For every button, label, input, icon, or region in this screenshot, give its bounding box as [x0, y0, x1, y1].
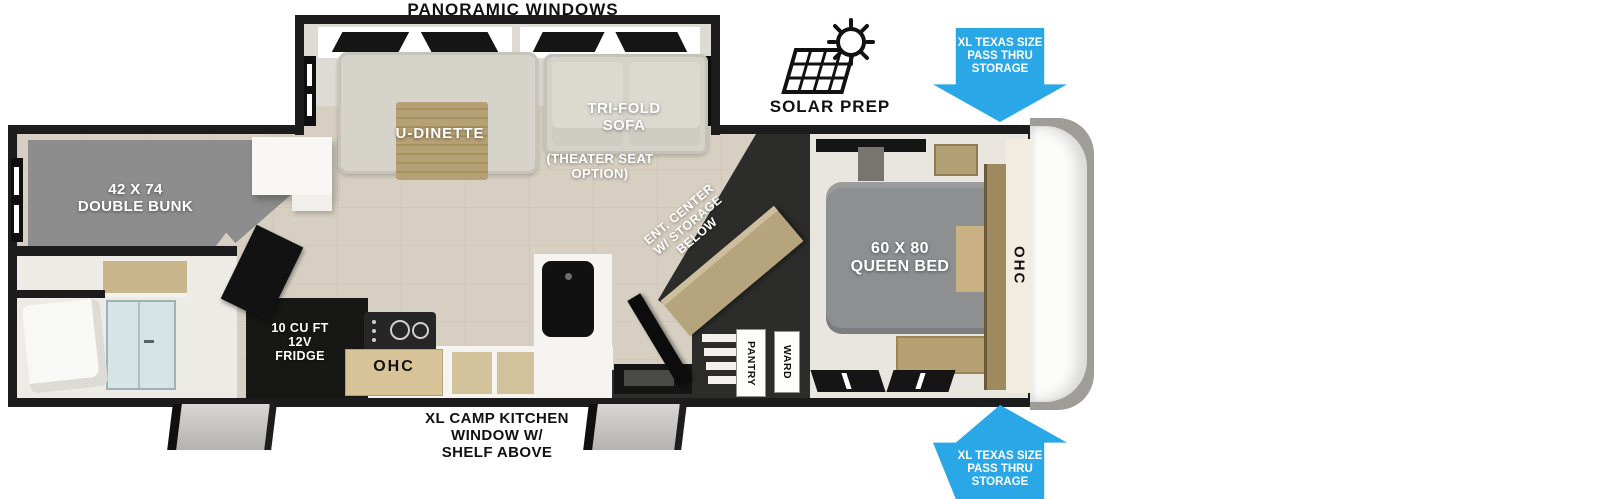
toilet-fixture	[21, 298, 109, 394]
window-glass-icon	[307, 64, 312, 86]
knob-icon	[372, 320, 376, 324]
tri-fold-sofa	[544, 54, 708, 154]
bedroom-window-icon	[810, 370, 886, 392]
ward-label: WARD	[781, 344, 793, 380]
sofa-cushion	[552, 62, 623, 146]
theater-seat-option-label: (THEATER SEAT OPTION)	[510, 151, 690, 181]
cooktop	[364, 312, 436, 352]
window-glass-icon	[615, 31, 688, 53]
kitchen-sink	[542, 261, 594, 337]
shower-door-line	[138, 302, 140, 388]
label-line: (THEATER SEAT	[546, 151, 654, 166]
label-line: STORAGE	[971, 63, 1029, 76]
slideout-side-window-left	[304, 56, 316, 126]
camp-kitchen-shelf	[452, 352, 492, 394]
solar-prep-label: SOLAR PREP	[769, 97, 891, 116]
pantry-shelf	[702, 334, 736, 342]
window-glass-icon	[331, 31, 410, 53]
burner-icon	[390, 320, 410, 340]
knob-icon	[372, 338, 376, 342]
burner-icon	[412, 322, 429, 339]
bathroom	[17, 256, 237, 398]
u-dinette-sofa	[338, 52, 538, 180]
panoramic-windows-label: PANORAMIC WINDOWS	[407, 0, 619, 19]
double-bunk-label: 42 X 74 DOUBLE BUNK	[48, 181, 223, 216]
bedroom-ohc-label: OHC	[1010, 246, 1028, 286]
wardrobe-closet: WARD	[774, 331, 800, 393]
label-line: QUEEN BED	[850, 257, 950, 275]
bathroom-wall-stub	[17, 290, 105, 298]
bed-pillow-cabinet	[956, 226, 988, 292]
shower	[106, 300, 176, 390]
bedroom-ohc-cabinet	[934, 144, 978, 176]
front-cap	[1030, 126, 1087, 402]
label-line: XL TEXAS SIZE	[957, 37, 1043, 49]
bathroom-overhead-cabinet	[103, 261, 187, 297]
queen-bed-label: 60 X 80 QUEEN BED	[812, 240, 988, 276]
bedroom-ohc-strip: OHC	[1006, 139, 1032, 393]
pass-thru-text: XL TEXAS SIZE PASS THRU STORAGE	[933, 28, 1067, 77]
label-line: 10 CU FT	[271, 321, 329, 335]
label-line: FRIDGE	[275, 349, 325, 363]
label-line: DOUBLE BUNK	[77, 197, 194, 215]
fridge-label: 10 CU FT 12V FRIDGE	[248, 321, 352, 363]
solar-panel-icon	[781, 18, 875, 94]
window-glass-icon	[14, 205, 19, 233]
camp-kitchen-label: XL CAMP KITCHEN WINDOW W/ SHELF ABOVE	[397, 410, 597, 461]
label-line: 60 X 80	[871, 240, 929, 257]
u-dinette-label: U-DINETTE	[395, 125, 485, 142]
label-line: SHELF ABOVE	[441, 443, 553, 461]
label-line: STORAGE	[971, 476, 1029, 489]
label-line: XL TEXAS SIZE	[957, 450, 1043, 462]
slideout-room	[295, 15, 720, 180]
entry-step-left	[167, 404, 277, 450]
pantry: PANTRY	[736, 329, 766, 397]
label-line: PASS THRU	[967, 463, 1033, 476]
bedroom-skylight-icon	[816, 139, 926, 152]
pantry-shelf	[704, 348, 736, 356]
window-glass-icon	[841, 373, 852, 389]
wardrobe-column	[984, 164, 1010, 390]
kitchen-ohc-label: OHC	[373, 358, 415, 375]
bed-bench	[896, 336, 988, 374]
pass-thru-arrow-down: XL TEXAS SIZE PASS THRU STORAGE	[933, 28, 1067, 122]
kitchen-ohc-cabinet	[345, 349, 443, 396]
corner-cabinet-ledge	[292, 195, 332, 211]
bedroom	[810, 134, 1028, 398]
entry-step-right	[583, 404, 687, 450]
label-line: OPTION)	[571, 165, 629, 181]
window-glass-icon	[532, 31, 605, 53]
threshold-tread	[624, 370, 674, 386]
pantry-shelf	[706, 362, 736, 370]
label-line: TRI-FOLD	[587, 100, 661, 117]
label-line: 12V	[288, 335, 312, 349]
faucet-icon	[565, 273, 572, 280]
pantry-shelf	[708, 376, 736, 384]
window-glass-icon	[420, 31, 499, 53]
window-glass-icon	[14, 167, 19, 195]
bunk-window-icon	[11, 158, 23, 242]
dinette-table	[396, 102, 488, 180]
pass-thru-text: XL TEXAS SIZE PASS THRU STORAGE	[933, 405, 1067, 490]
label-line: PASS THRU	[967, 50, 1033, 63]
corner-overhead-cabinet	[252, 137, 332, 195]
bedroom-window-icon	[886, 370, 956, 392]
window-glass-icon	[915, 373, 926, 389]
camp-kitchen-shelf	[497, 352, 537, 394]
shower-handle-icon	[144, 340, 154, 343]
sofa-cushion	[629, 62, 700, 146]
pass-thru-arrow-up: XL TEXAS SIZE PASS THRU STORAGE	[933, 405, 1067, 499]
bedroom-cabinet	[858, 147, 884, 181]
panoramic-window-right	[520, 27, 700, 58]
label-line: WINDOW W/	[451, 426, 543, 444]
window-glass-icon	[307, 94, 312, 116]
label-line: 42 X 74	[108, 181, 163, 198]
tri-fold-sofa-label: TRI-FOLD SOFA	[549, 100, 699, 135]
bathroom-wall	[17, 246, 237, 256]
label-line: SOFA	[602, 116, 646, 134]
label-line: XL CAMP KITCHEN	[425, 410, 569, 427]
pantry-label: PANTRY	[745, 340, 757, 386]
knob-icon	[372, 329, 376, 333]
